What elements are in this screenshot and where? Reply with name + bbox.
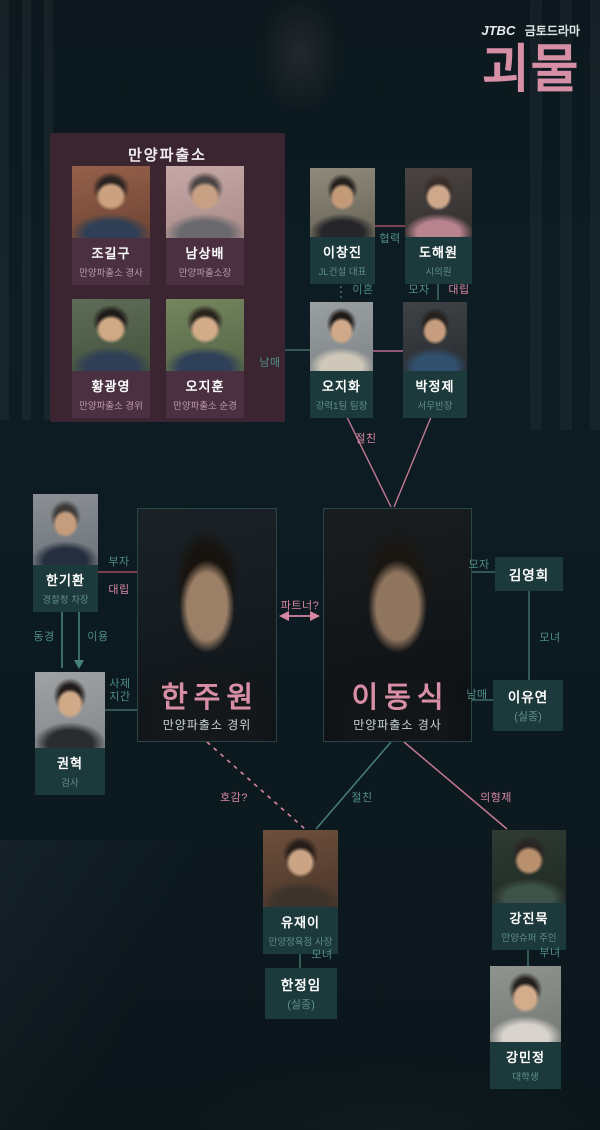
portrait-namsangbae	[166, 166, 244, 238]
relation-label-crush: 호감?	[220, 792, 248, 804]
show-title: 괴물	[481, 41, 580, 99]
hero-name: 한주원	[160, 682, 260, 714]
relation-label-mother-son-top: 모자	[408, 284, 430, 296]
character-card-dohaewon: 도해원 시의원	[405, 168, 472, 284]
relation-label-exploitation: 이용	[87, 631, 109, 643]
character-name: 김영희	[508, 568, 550, 583]
character-name: 오지화	[322, 379, 361, 394]
character-name: 이창진	[323, 245, 362, 260]
character-role: 서무반장	[417, 401, 453, 412]
character-role: 만양파출소 경사	[79, 268, 143, 279]
relation-label-best-friends-bottom: 절친	[351, 792, 373, 804]
portrait-yujaei	[263, 830, 338, 907]
character-card-hwanggwangyoung: 황광영 만양파출소 경위	[72, 299, 150, 418]
character-role: 강력1팀 팀장	[315, 401, 368, 412]
character-role: 만양파출소 경위	[79, 401, 143, 412]
relation-label-mother-daughter-right: 모녀	[539, 632, 561, 644]
character-role: 만양파출소장	[178, 268, 232, 279]
character-name: 한정임	[280, 978, 322, 993]
character-name: 권혁	[57, 756, 83, 771]
character-role: 검사	[61, 778, 79, 789]
character-role: JL건설 대표	[318, 267, 367, 278]
portrait-parkjungje	[403, 302, 467, 371]
character-name: 이유연	[507, 690, 549, 705]
jtbc-logo: JTBC	[481, 23, 516, 38]
character-card-ojihwa: 오지화 강력1팀 팀장	[310, 302, 373, 418]
character-name: 유재이	[281, 915, 320, 930]
character-card-yujaei: 유재이 만양정육점 사장	[263, 830, 338, 954]
portrait-ojihwa	[310, 302, 373, 371]
hero-role: 만양파출소 경사	[353, 718, 442, 732]
character-card-kwonhyuk: 권혁 검사	[35, 672, 105, 795]
portrait-kangjinmook	[492, 830, 566, 903]
relation-label-sworn-brothers: 의형제	[480, 792, 512, 804]
character-name: 오지훈	[185, 379, 225, 394]
show-branding: JTBC 금토드라마 괴물	[481, 22, 580, 98]
portrait-hwanggwangyoung	[72, 299, 150, 371]
character-name: 황광영	[91, 379, 131, 394]
character-card-ojihoon: 오지훈 만양파출소 순경	[166, 299, 244, 418]
character-card-jogilgu: 조길구 만양파출소 경사	[72, 166, 150, 285]
character-card-kangminjung: 강민정 대학생	[490, 966, 561, 1089]
relation-label-siblings-right: 남매	[466, 689, 488, 701]
character-card-hankihwan: 한기환 경찰청 차장	[33, 494, 98, 612]
character-role: 대학생	[512, 1072, 539, 1083]
character-name: 조길구	[91, 246, 131, 261]
character-card-kangjinmook: 강진묵 만양슈퍼 주인	[492, 830, 566, 950]
name-box-leeyuyeon: 이유연 (실종)	[493, 680, 563, 731]
portrait-leechangjin	[310, 168, 375, 237]
network-line: JTBC 금토드라마	[481, 22, 580, 40]
portrait-hankihwan	[33, 494, 98, 565]
portrait-ojihoon	[166, 299, 244, 371]
relation-label-rivalry-left: 대립	[108, 584, 130, 596]
character-name: 강민정	[506, 1050, 545, 1065]
relation-label-mother-son-right: 모자	[468, 559, 490, 571]
character-card-leechangjin: 이창진 JL건설 대표	[310, 168, 375, 284]
hero-role: 만양파출소 경위	[162, 718, 252, 732]
relation-label-best-friends-top: 절친	[355, 433, 377, 445]
character-card-parkjungje: 박정제 서무반장	[403, 302, 467, 418]
portrait-leedongsik	[324, 509, 471, 741]
character-name: 도해원	[419, 245, 458, 260]
character-name: 박정제	[415, 379, 455, 394]
character-role: 만양정육점 사장	[268, 937, 333, 948]
character-name: 강진묵	[509, 911, 549, 926]
group-box-title: 만양파출소	[127, 147, 207, 164]
character-card-namsangbae: 남상배 만양파출소장	[166, 166, 244, 285]
hero-card-hanjuwon: 한주원 만양파출소 경위	[137, 508, 277, 742]
drama-slot-tagline: 금토드라마	[524, 24, 580, 38]
hero-card-leedongsik: 이동식 만양파출소 경사	[323, 508, 472, 742]
character-role: 만양파출소 순경	[173, 401, 237, 412]
relation-label-rivalry-top: 대립	[448, 284, 470, 296]
portrait-hanjuwon	[138, 509, 276, 741]
relation-label-partner: 파트너?	[280, 600, 320, 612]
character-name: 한기환	[46, 573, 85, 588]
hero-name: 이동식	[351, 682, 450, 714]
character-role: 시의원	[425, 267, 452, 278]
character-status: (실종)	[287, 999, 315, 1011]
portrait-kangminjung	[490, 966, 561, 1042]
character-role: 경찰청 차장	[42, 595, 89, 606]
relation-label-mentorship: 사제 지간	[109, 678, 131, 703]
relation-label-father-daughter: 부녀	[539, 947, 561, 959]
relation-label-cooperation: 협력	[379, 233, 401, 245]
relation-label-father-son: 부자	[108, 556, 130, 568]
portrait-jogilgu	[72, 166, 150, 238]
relation-label-mother-daughter-bottom: 모녀	[311, 949, 333, 961]
portrait-kwonhyuk	[35, 672, 105, 748]
relation-label-divorce: 이혼	[352, 284, 374, 296]
character-status: (실종)	[514, 711, 542, 723]
character-role: 만양슈퍼 주인	[501, 933, 557, 944]
relation-label-siblings-top: 남매	[259, 357, 281, 369]
relation-label-admiration: 동경	[33, 631, 55, 643]
name-box-hanjungim: 한정임 (실종)	[265, 968, 337, 1019]
name-box-kimyounghee: 김영희	[495, 557, 563, 591]
character-name: 남상배	[185, 246, 225, 261]
portrait-dohaewon	[405, 168, 472, 237]
